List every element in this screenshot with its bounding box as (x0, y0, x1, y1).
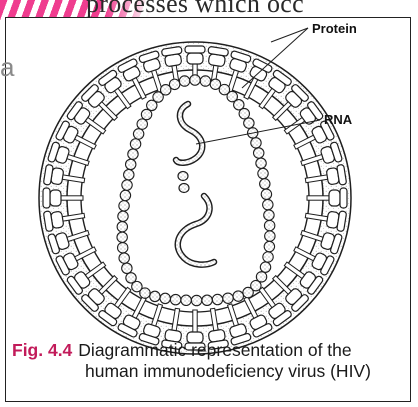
capsid-subunit (251, 138, 261, 148)
reverse-transcriptase-lower (179, 184, 189, 193)
capsid-subunit (202, 295, 212, 305)
capsid-subunit (118, 211, 128, 221)
caption-line-1: Diagrammatic representation of the (78, 340, 351, 360)
capsid-subunit (258, 168, 268, 178)
capsid-subunit (126, 159, 136, 169)
capsid-subunit (137, 119, 147, 129)
capsid-subunit (265, 231, 275, 241)
capsid-subunit (200, 76, 210, 86)
capsid-subunit (128, 149, 138, 159)
capsid-subunit (260, 262, 270, 272)
capsid-subunit (239, 108, 249, 118)
capsid-subunit (126, 273, 136, 283)
capsid-subunit (169, 79, 179, 89)
capsid-subunit (264, 220, 274, 230)
capsid-subunit (119, 201, 129, 211)
capsid-subunit (124, 169, 134, 179)
capsid-subunit (122, 180, 132, 190)
capsid-subunit (181, 295, 191, 305)
figure-number: Fig. 4.4 (12, 340, 72, 360)
rna-label: RNA (324, 112, 352, 127)
protein-label: Protein (312, 21, 357, 36)
capsid-subunit (190, 75, 200, 85)
capsid-subunit (130, 139, 140, 149)
capsid-subunit (118, 243, 128, 253)
capsid-subunit (179, 76, 189, 86)
capsid-subunit (263, 252, 273, 262)
capsid-subunit (256, 158, 266, 168)
capsid-subunit (261, 189, 271, 199)
capsid-subunit (191, 295, 201, 305)
figure-caption: Fig. 4.4 Diagrammatic representation of t… (12, 340, 405, 382)
capsid-subunit (120, 190, 130, 200)
capsid-subunit (117, 232, 127, 242)
capsid-subunit (254, 148, 264, 158)
protein-leader-line-1 (271, 28, 308, 42)
capsid-subunit (133, 129, 143, 139)
capsid-subunit (263, 199, 273, 209)
capsid-subunit (260, 179, 270, 189)
capsid-subunit (223, 293, 233, 303)
reverse-transcriptase-upper (178, 172, 188, 181)
capsid-subunit (264, 210, 274, 220)
caption-line-2: human immunodeficiency virus (HIV) (12, 361, 405, 382)
capsid-subunit (233, 291, 243, 301)
capsid-subunit (244, 118, 254, 128)
capsid-subunit (117, 222, 127, 232)
capsid-subunit (122, 263, 132, 273)
capsid-subunit (212, 294, 222, 304)
capsid-subunit (243, 287, 253, 297)
capsid-subunit (119, 253, 129, 263)
capsid-subunit (170, 294, 180, 304)
capsid-subunit (160, 293, 170, 303)
capsid-subunit (264, 241, 274, 251)
capsid-subunit (150, 291, 160, 301)
